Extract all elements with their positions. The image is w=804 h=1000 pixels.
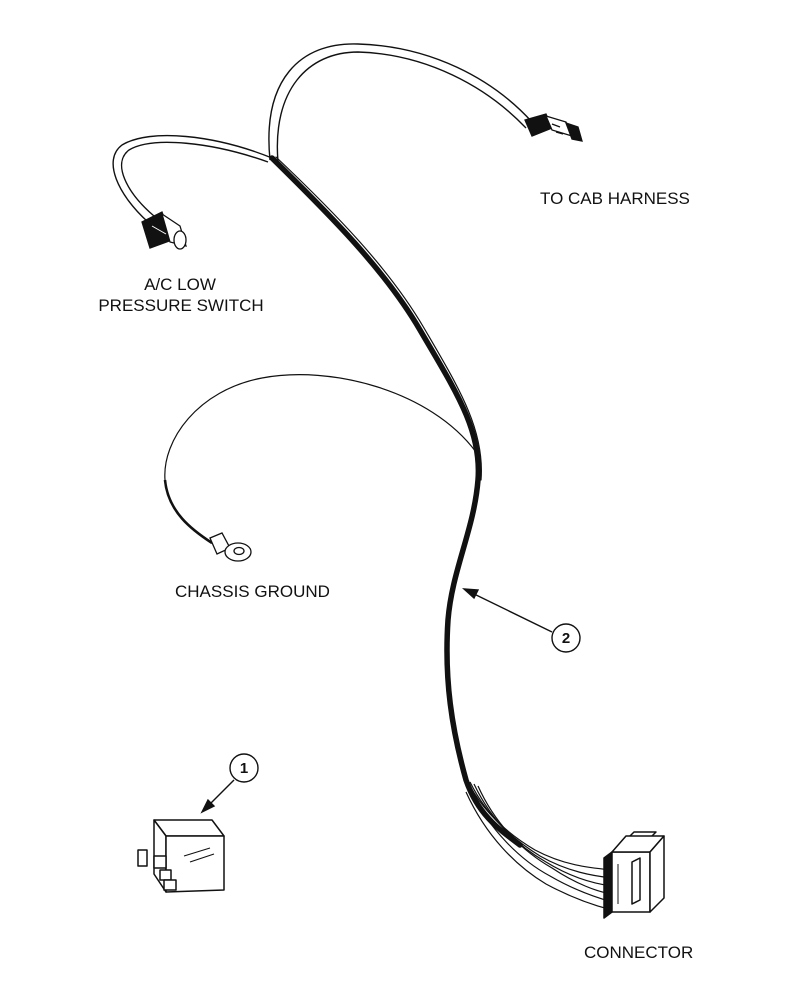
label-chassis-ground: CHASSIS GROUND (175, 582, 330, 601)
main-harness-trunk (269, 155, 523, 848)
label-to-cab-harness: TO CAB HARNESS (540, 189, 690, 208)
callout-relay (200, 753, 259, 814)
chassis-ground-wire (163, 374, 477, 545)
label-connector: CONNECTOR (584, 943, 694, 962)
callout-relay-number: 1 (240, 760, 248, 777)
ac-switch-branch (112, 134, 273, 223)
cab-harness-connector (524, 113, 583, 142)
connector-wires (465, 777, 613, 911)
callout-harness (462, 588, 581, 653)
harness-connector-block (603, 831, 665, 919)
label-pressure-switch: PRESSURE SWITCH (98, 296, 264, 315)
label-ac-low: A/C LOW (144, 275, 216, 294)
ac-switch-connector (141, 211, 187, 250)
cab-harness-branch (268, 43, 533, 163)
ring-terminal (209, 532, 252, 562)
callout-harness-number: 2 (562, 630, 570, 647)
relay-module (137, 819, 225, 893)
